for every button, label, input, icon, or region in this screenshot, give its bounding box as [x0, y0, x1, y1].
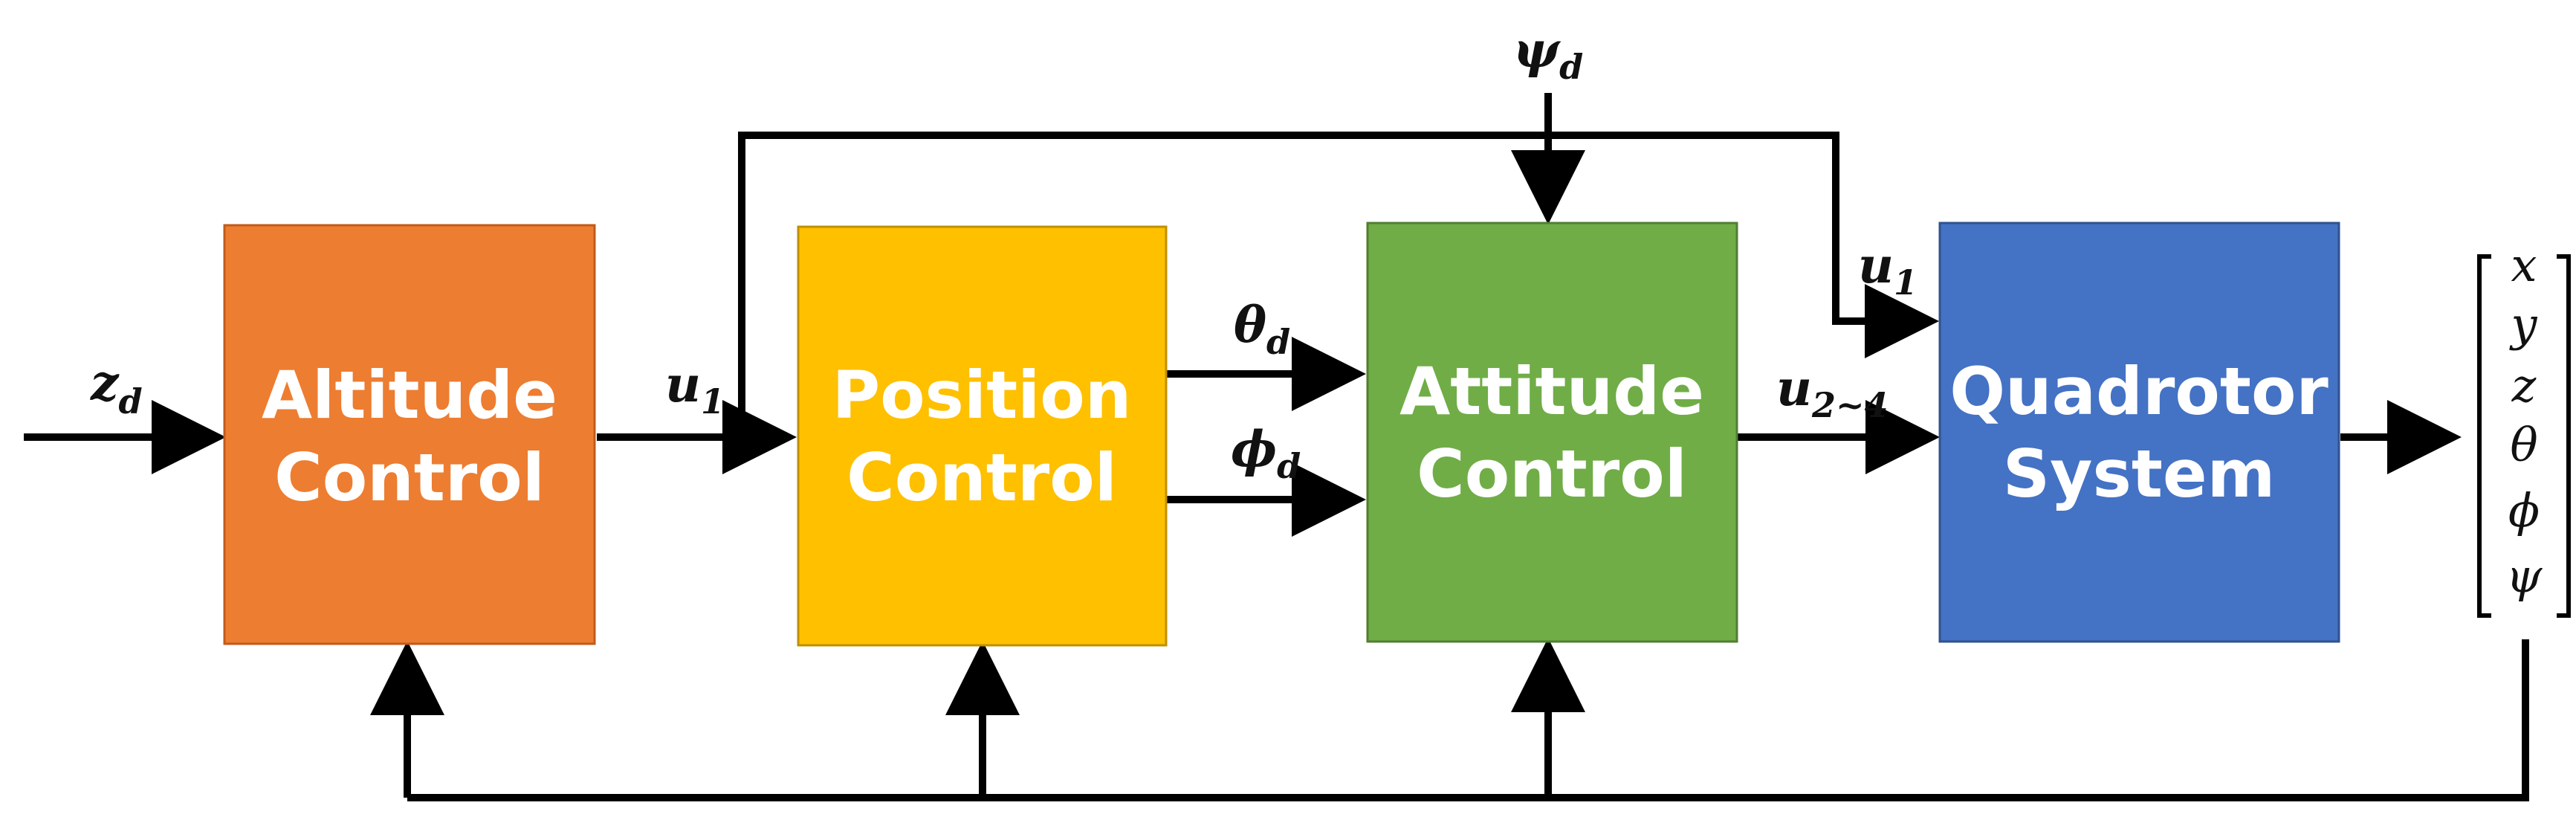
state-x: x [2511, 238, 2537, 292]
state-z: z [2511, 358, 2537, 413]
signal-u1-top-sub: 1 [1894, 262, 1918, 303]
attitude-control-label-line2: Control [1417, 436, 1687, 512]
signal-psi-d-main: ψ [1513, 21, 1561, 79]
quadrotor-system-label-line1: Quadrotor [1949, 353, 2329, 430]
state-theta: θ [2510, 418, 2537, 472]
signal-psi-d-label: ψd [1513, 21, 1583, 87]
altitude-control-label-line2: Control [274, 439, 545, 516]
altitude-control-box [223, 224, 596, 645]
signal-psi-d-sub: d [1559, 47, 1583, 87]
signal-theta-d-main: θ [1234, 296, 1266, 354]
signal-u2-4-label: u2~4 [1776, 359, 1889, 425]
signal-u1-left-label: u1 [665, 355, 725, 422]
altitude-control-label-line1: Altitude [262, 357, 557, 433]
signal-lines [24, 93, 2529, 801]
signal-u1-left-main: u [665, 355, 701, 413]
quadrotor-system-label-line2: System [2003, 436, 2276, 512]
quadrotor-system-box [1938, 222, 2340, 643]
altitude-control-block: Altitude Control [223, 224, 596, 645]
signal-phi-d-label: ϕd [1231, 420, 1301, 486]
feedback-line [407, 639, 2529, 801]
signal-zd-main: z [90, 354, 120, 412]
state-phi: ϕ [2508, 483, 2540, 537]
position-control-label-line2: Control [847, 439, 1117, 516]
signal-u2-4-main: u [1776, 359, 1812, 417]
state-vector: x y z θ ϕ ψ [2477, 238, 2571, 618]
signal-u1-top-main: u [1858, 236, 1894, 294]
u1-bypass-line [738, 132, 1939, 437]
attitude-control-label-line1: Attitude [1399, 353, 1704, 430]
state-vector-right-bracket [2557, 254, 2571, 618]
position-control-block: Position Control [797, 225, 1168, 647]
position-control-label-line1: Position [832, 357, 1132, 433]
state-vector-left-bracket [2477, 254, 2491, 618]
signal-u1-top-label: u1 [1858, 236, 1918, 303]
signal-phi-d-sub: d [1277, 446, 1301, 486]
signal-theta-d-label: θd [1234, 296, 1290, 362]
state-psi: ψ [2506, 549, 2543, 603]
quadrotor-system-block: Quadrotor System [1938, 222, 2340, 643]
attitude-control-box [1366, 222, 1738, 643]
signal-zd-sub: d [118, 381, 142, 422]
signal-u2-4-sub: 2~4 [1811, 385, 1889, 425]
state-y: y [2508, 297, 2537, 352]
signal-phi-d-main: ϕ [1231, 420, 1277, 478]
signal-theta-d-sub: d [1266, 322, 1290, 362]
attitude-control-block: Attitude Control [1366, 222, 1738, 643]
position-control-box [797, 225, 1168, 647]
signal-zd-label: zd [90, 354, 143, 422]
signal-u1-left-sub: 1 [701, 381, 725, 422]
